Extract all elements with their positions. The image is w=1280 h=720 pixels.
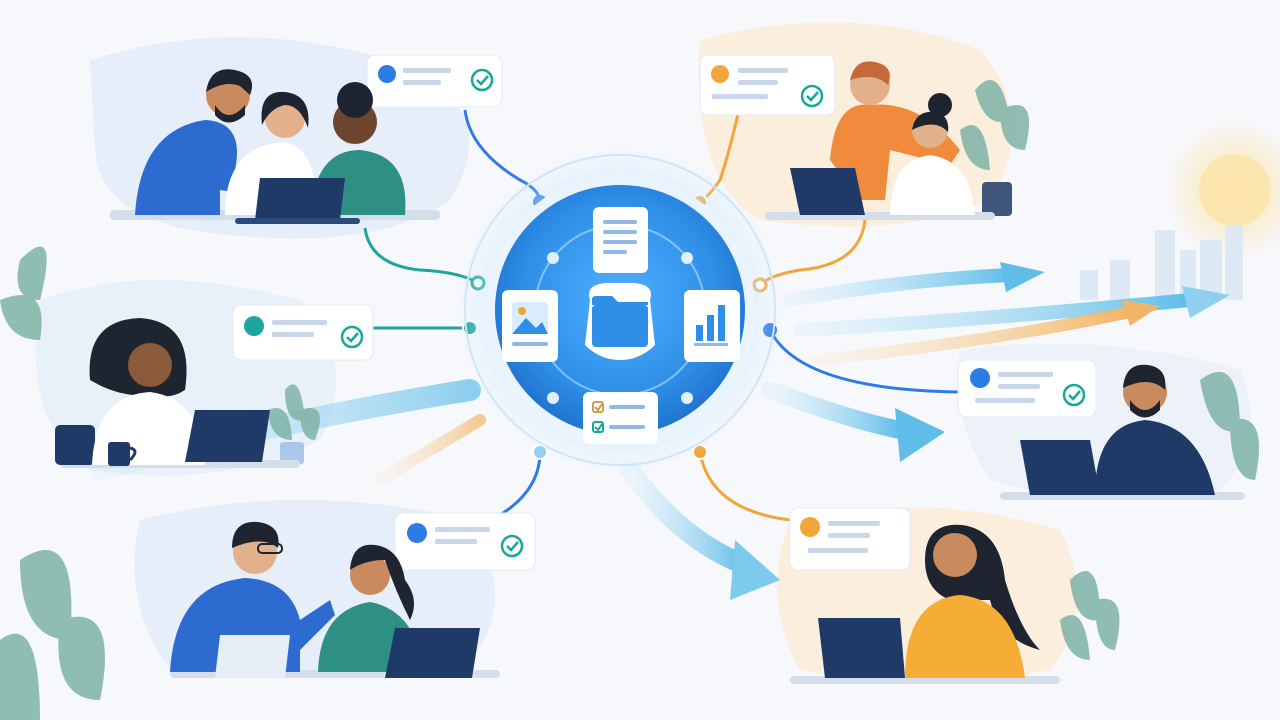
check-icon	[800, 84, 824, 108]
person	[1095, 364, 1215, 495]
status-dot	[244, 316, 264, 336]
laptop	[215, 628, 480, 678]
status-dot	[407, 523, 427, 543]
team-bottom-left	[170, 521, 500, 678]
status-card-top-left	[366, 54, 503, 108]
bar-chart-icon	[684, 290, 740, 362]
status-card-mid-right	[957, 359, 1097, 418]
laptop	[1020, 440, 1100, 495]
check-icon	[340, 325, 364, 349]
arrow-head	[730, 540, 780, 600]
person	[89, 318, 205, 465]
status-dot	[970, 368, 990, 388]
check-icon	[470, 68, 494, 92]
checklist-icon	[583, 392, 658, 444]
laptop	[185, 410, 270, 462]
person	[890, 93, 975, 215]
status-card-bottom-left	[394, 512, 536, 571]
arrow-head	[1182, 286, 1230, 318]
central-hub	[455, 145, 785, 475]
status-dot	[800, 517, 820, 537]
person	[905, 524, 1040, 678]
team-mid-left	[55, 318, 300, 468]
status-card-top-right	[699, 54, 836, 116]
plant-decoration	[0, 80, 1260, 720]
team-bottom-right	[790, 524, 1060, 684]
city-skyline	[1080, 225, 1243, 300]
glasses-icon	[257, 543, 283, 554]
laptop	[235, 178, 360, 224]
arrow-head	[1122, 300, 1160, 326]
laptop	[790, 168, 865, 215]
status-dot	[711, 65, 729, 83]
document-icon	[593, 207, 648, 273]
status-card-mid-left	[232, 304, 374, 361]
status-card-bottom-right	[789, 507, 911, 571]
arrow-head	[1000, 262, 1045, 292]
check-icon	[1062, 383, 1086, 407]
chair	[55, 425, 95, 465]
image-icon	[502, 290, 558, 362]
laptop	[818, 618, 905, 678]
arrow-head	[895, 408, 945, 462]
folder-icon	[585, 283, 655, 360]
team-mid-right	[1000, 364, 1245, 500]
team-top-right	[765, 61, 995, 220]
coffee-mug	[108, 442, 137, 466]
team-top-left	[110, 69, 440, 224]
person	[170, 521, 335, 672]
status-dot	[378, 65, 396, 83]
check-icon	[500, 534, 524, 558]
